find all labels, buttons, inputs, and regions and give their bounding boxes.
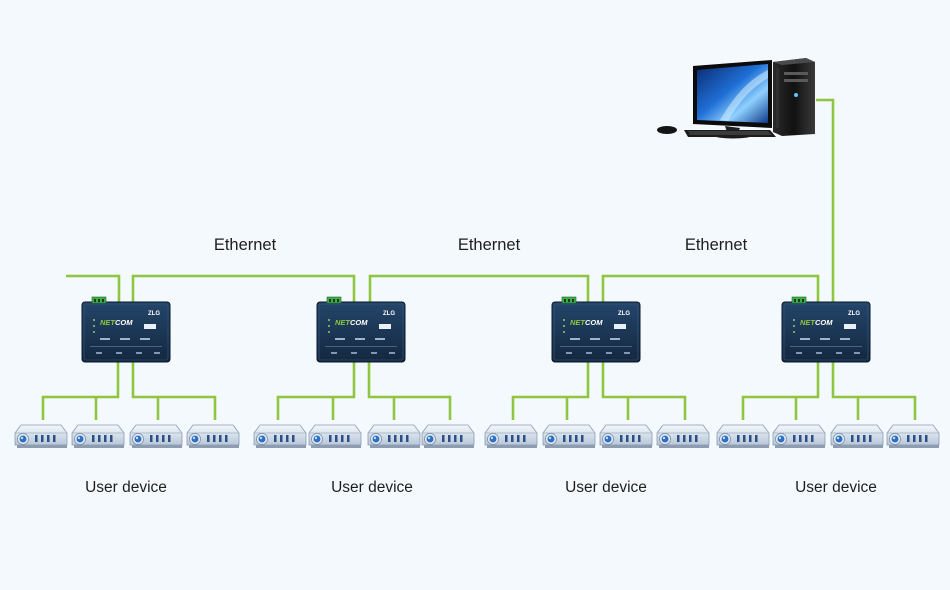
projector-icon [186, 424, 240, 449]
ethernet-link-computer [816, 98, 835, 302]
projector-icon [253, 424, 307, 449]
desktop-computer-icon [657, 58, 815, 139]
projector-icon [308, 424, 362, 449]
ethernet-label-1: Ethernet [213, 236, 277, 254]
ethernet-link-1 [131, 274, 356, 302]
projector-icon [830, 424, 884, 449]
ethernet-link-left-stub [66, 274, 121, 302]
projector-icon [421, 424, 475, 449]
ethernet-label-2: Ethernet [457, 236, 521, 254]
user-device-label-1: User device [85, 479, 167, 496]
serial-server-icon: NETCOM ZLG [551, 296, 641, 363]
ethernet-label-3: Ethernet [684, 236, 748, 254]
user-devices [14, 424, 940, 449]
serial-server-icon: NETCOM ZLG [781, 296, 871, 363]
converter-vendor: ZLG [383, 311, 395, 317]
converter-brand: NETCOM [570, 318, 603, 327]
projector-icon [656, 424, 710, 449]
projector-icon [367, 424, 421, 449]
projector-icon [542, 424, 596, 449]
ethernet-backbone [66, 98, 835, 302]
converter-brand: NETCOM [800, 318, 833, 327]
converter-brand: NETCOM [335, 318, 368, 327]
projector-icon [716, 424, 770, 449]
converter-brand: NETCOM [100, 318, 133, 327]
projector-icon [14, 424, 68, 449]
user-device-label-2: User device [331, 479, 413, 496]
ethernet-link-2 [368, 274, 590, 302]
serial-server-icon: NETCOM ZLG [81, 296, 171, 363]
converter-vendor: ZLG [848, 311, 860, 317]
user-device-label-3: User device [565, 479, 647, 496]
projector-icon [129, 424, 183, 449]
user-device-label-4: User device [795, 479, 877, 496]
serial-server-icon: NETCOM ZLG [316, 296, 406, 363]
converter-vendor: ZLG [618, 311, 630, 317]
projector-icon [71, 424, 125, 449]
projector-icon [484, 424, 538, 449]
ethernet-link-3 [601, 274, 820, 302]
device-links [41, 362, 917, 420]
projector-icon [599, 424, 653, 449]
projector-icon [772, 424, 826, 449]
projector-icon [886, 424, 940, 449]
converter-vendor: ZLG [148, 311, 160, 317]
